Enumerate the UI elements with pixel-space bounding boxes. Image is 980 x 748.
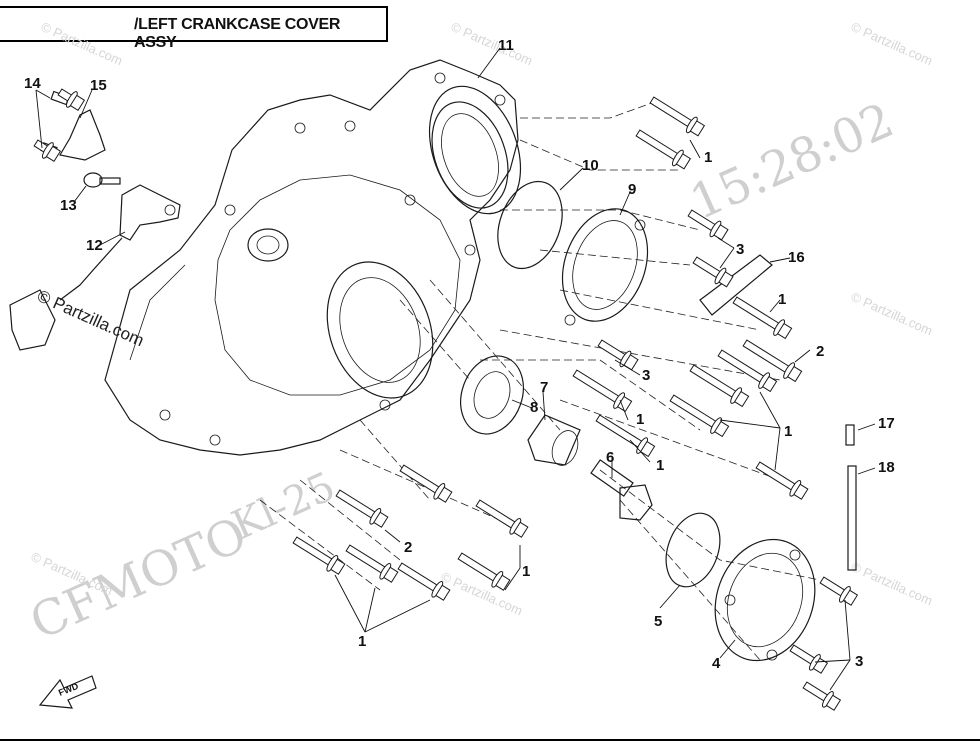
bolt bbox=[742, 339, 803, 383]
bolt bbox=[689, 364, 750, 408]
bolt bbox=[717, 349, 778, 393]
part-17-pin bbox=[845, 424, 855, 446]
part-15-bracket bbox=[59, 109, 106, 161]
bolt bbox=[345, 544, 399, 583]
bolt bbox=[335, 489, 389, 528]
part-16-plate bbox=[699, 254, 773, 316]
watermark-clock: 15:28:02 bbox=[682, 92, 902, 231]
callout-16: 16 bbox=[788, 249, 805, 266]
watermark-site-4: © Partzilla.com bbox=[849, 289, 935, 338]
callout-17: 17 bbox=[878, 415, 895, 432]
callout-11: 11 bbox=[498, 37, 514, 54]
callout-1-right-group: 1 bbox=[784, 423, 792, 440]
watermark-site-6: © Partzilla.com bbox=[439, 569, 525, 618]
part-18-pin bbox=[847, 465, 857, 571]
watermark-code: Kl-25 bbox=[225, 464, 342, 550]
callout-15: 15 bbox=[90, 77, 107, 94]
bolt bbox=[732, 296, 793, 340]
callout-2-left: 2 bbox=[404, 539, 412, 556]
part-8-bearing bbox=[460, 355, 524, 435]
callout-18: 18 bbox=[878, 459, 895, 476]
callout-labels: 11 10 9 16 17 18 14 15 13 12 7 8 6 5 4 1… bbox=[24, 37, 895, 672]
leader-lines bbox=[35, 47, 876, 691]
callout-1-mid-low: 1 bbox=[656, 457, 664, 474]
bolt bbox=[57, 88, 86, 112]
crankcase-cover bbox=[104, 59, 519, 456]
part-4-cover bbox=[714, 538, 816, 662]
callout-8: 8 bbox=[530, 399, 538, 416]
bolt bbox=[669, 394, 730, 438]
bolt bbox=[33, 139, 62, 163]
watermark-site-3: © Partzilla.com bbox=[849, 19, 935, 68]
bolt bbox=[572, 369, 633, 413]
bolt bbox=[635, 129, 692, 170]
callout-9: 9 bbox=[628, 181, 636, 198]
part-13-bolt bbox=[83, 172, 121, 188]
watermark-site-5: © Partzilla.com bbox=[849, 559, 935, 608]
part-7-sleeve bbox=[527, 414, 581, 466]
watermark-site-2: © Partzilla.com bbox=[449, 19, 535, 68]
bolt bbox=[399, 464, 453, 503]
diagram-title: /LEFT CRANKCASE COVER ASSY bbox=[134, 16, 341, 51]
callout-4: 4 bbox=[712, 655, 721, 672]
callout-5: 5 bbox=[654, 613, 662, 630]
callout-1-right: 1 bbox=[778, 291, 786, 308]
callout-3-bottom: 3 bbox=[855, 653, 863, 670]
bolt-group bbox=[33, 88, 859, 711]
fwd-arrow: FWD bbox=[38, 675, 97, 709]
callout-1-mid: 1 bbox=[636, 411, 644, 428]
callout-1-left: 1 bbox=[522, 563, 530, 580]
callout-14: 14 bbox=[24, 75, 41, 92]
bolt bbox=[687, 209, 729, 241]
bolt bbox=[397, 562, 451, 601]
callout-13: 13 bbox=[60, 197, 77, 214]
bolt bbox=[475, 499, 529, 538]
bolt bbox=[457, 552, 511, 591]
title-box: /LEFT CRANKCASE COVER ASSY bbox=[0, 6, 388, 51]
callout-2-right: 2 bbox=[816, 343, 824, 360]
callout-10: 10 bbox=[582, 157, 599, 174]
callout-3-top: 3 bbox=[736, 241, 744, 258]
callout-6: 6 bbox=[606, 449, 614, 466]
assembly-dash-lines bbox=[259, 99, 821, 661]
watermark-brand: CFMOTO bbox=[22, 506, 255, 651]
part-9-cap bbox=[561, 208, 649, 326]
watermark-site-1: © Partzilla.com bbox=[39, 19, 125, 68]
bolt bbox=[755, 461, 809, 500]
callout-3-mid: 3 bbox=[642, 367, 650, 384]
bolt bbox=[649, 96, 706, 137]
part-6-plug-bolt bbox=[590, 459, 653, 521]
bolt bbox=[819, 576, 859, 606]
part-10-oring bbox=[497, 180, 563, 270]
bolt bbox=[789, 644, 829, 674]
callout-1-top: 1 bbox=[704, 149, 712, 166]
bolt bbox=[597, 339, 639, 371]
part-12-sensor bbox=[9, 184, 181, 351]
callout-12: 12 bbox=[86, 237, 103, 254]
bolt bbox=[595, 414, 656, 458]
part-11-gasket bbox=[428, 85, 522, 215]
watermark-site-dark: © Partzilla.com bbox=[34, 286, 146, 350]
callout-7: 7 bbox=[540, 379, 548, 396]
bolt bbox=[802, 681, 842, 711]
bolt bbox=[292, 536, 346, 575]
callout-1-bottom: 1 bbox=[358, 633, 366, 650]
fwd-label: FWD bbox=[57, 681, 80, 698]
part-5-oring bbox=[665, 512, 721, 588]
bolt bbox=[692, 256, 734, 288]
